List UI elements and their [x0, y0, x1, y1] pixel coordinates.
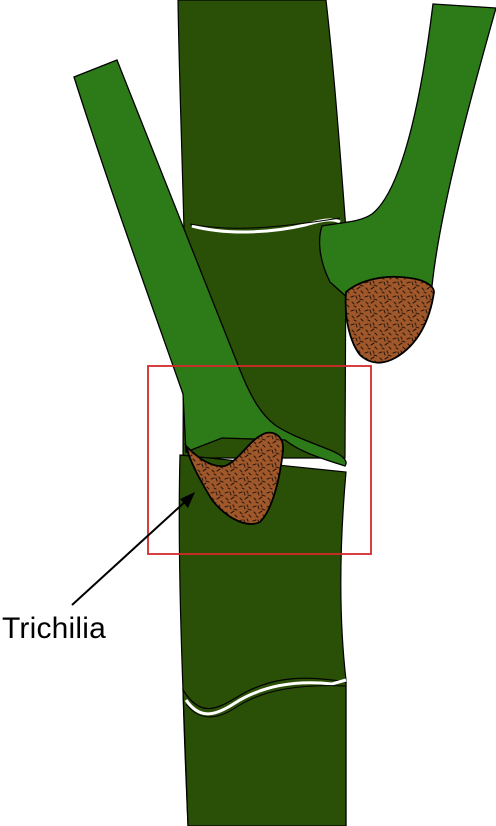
highlight-box — [147, 365, 372, 555]
trichilia-lower — [184, 431, 284, 525]
callout-arrow — [71, 499, 188, 606]
trichilia-upper — [344, 275, 435, 364]
stem-node-seam-lower — [184, 678, 347, 716]
trichilia-label: Trichilia — [2, 612, 107, 645]
petiole-left — [73, 59, 347, 467]
petiole-right — [318, 3, 496, 301]
arrowhead — [180, 492, 195, 508]
